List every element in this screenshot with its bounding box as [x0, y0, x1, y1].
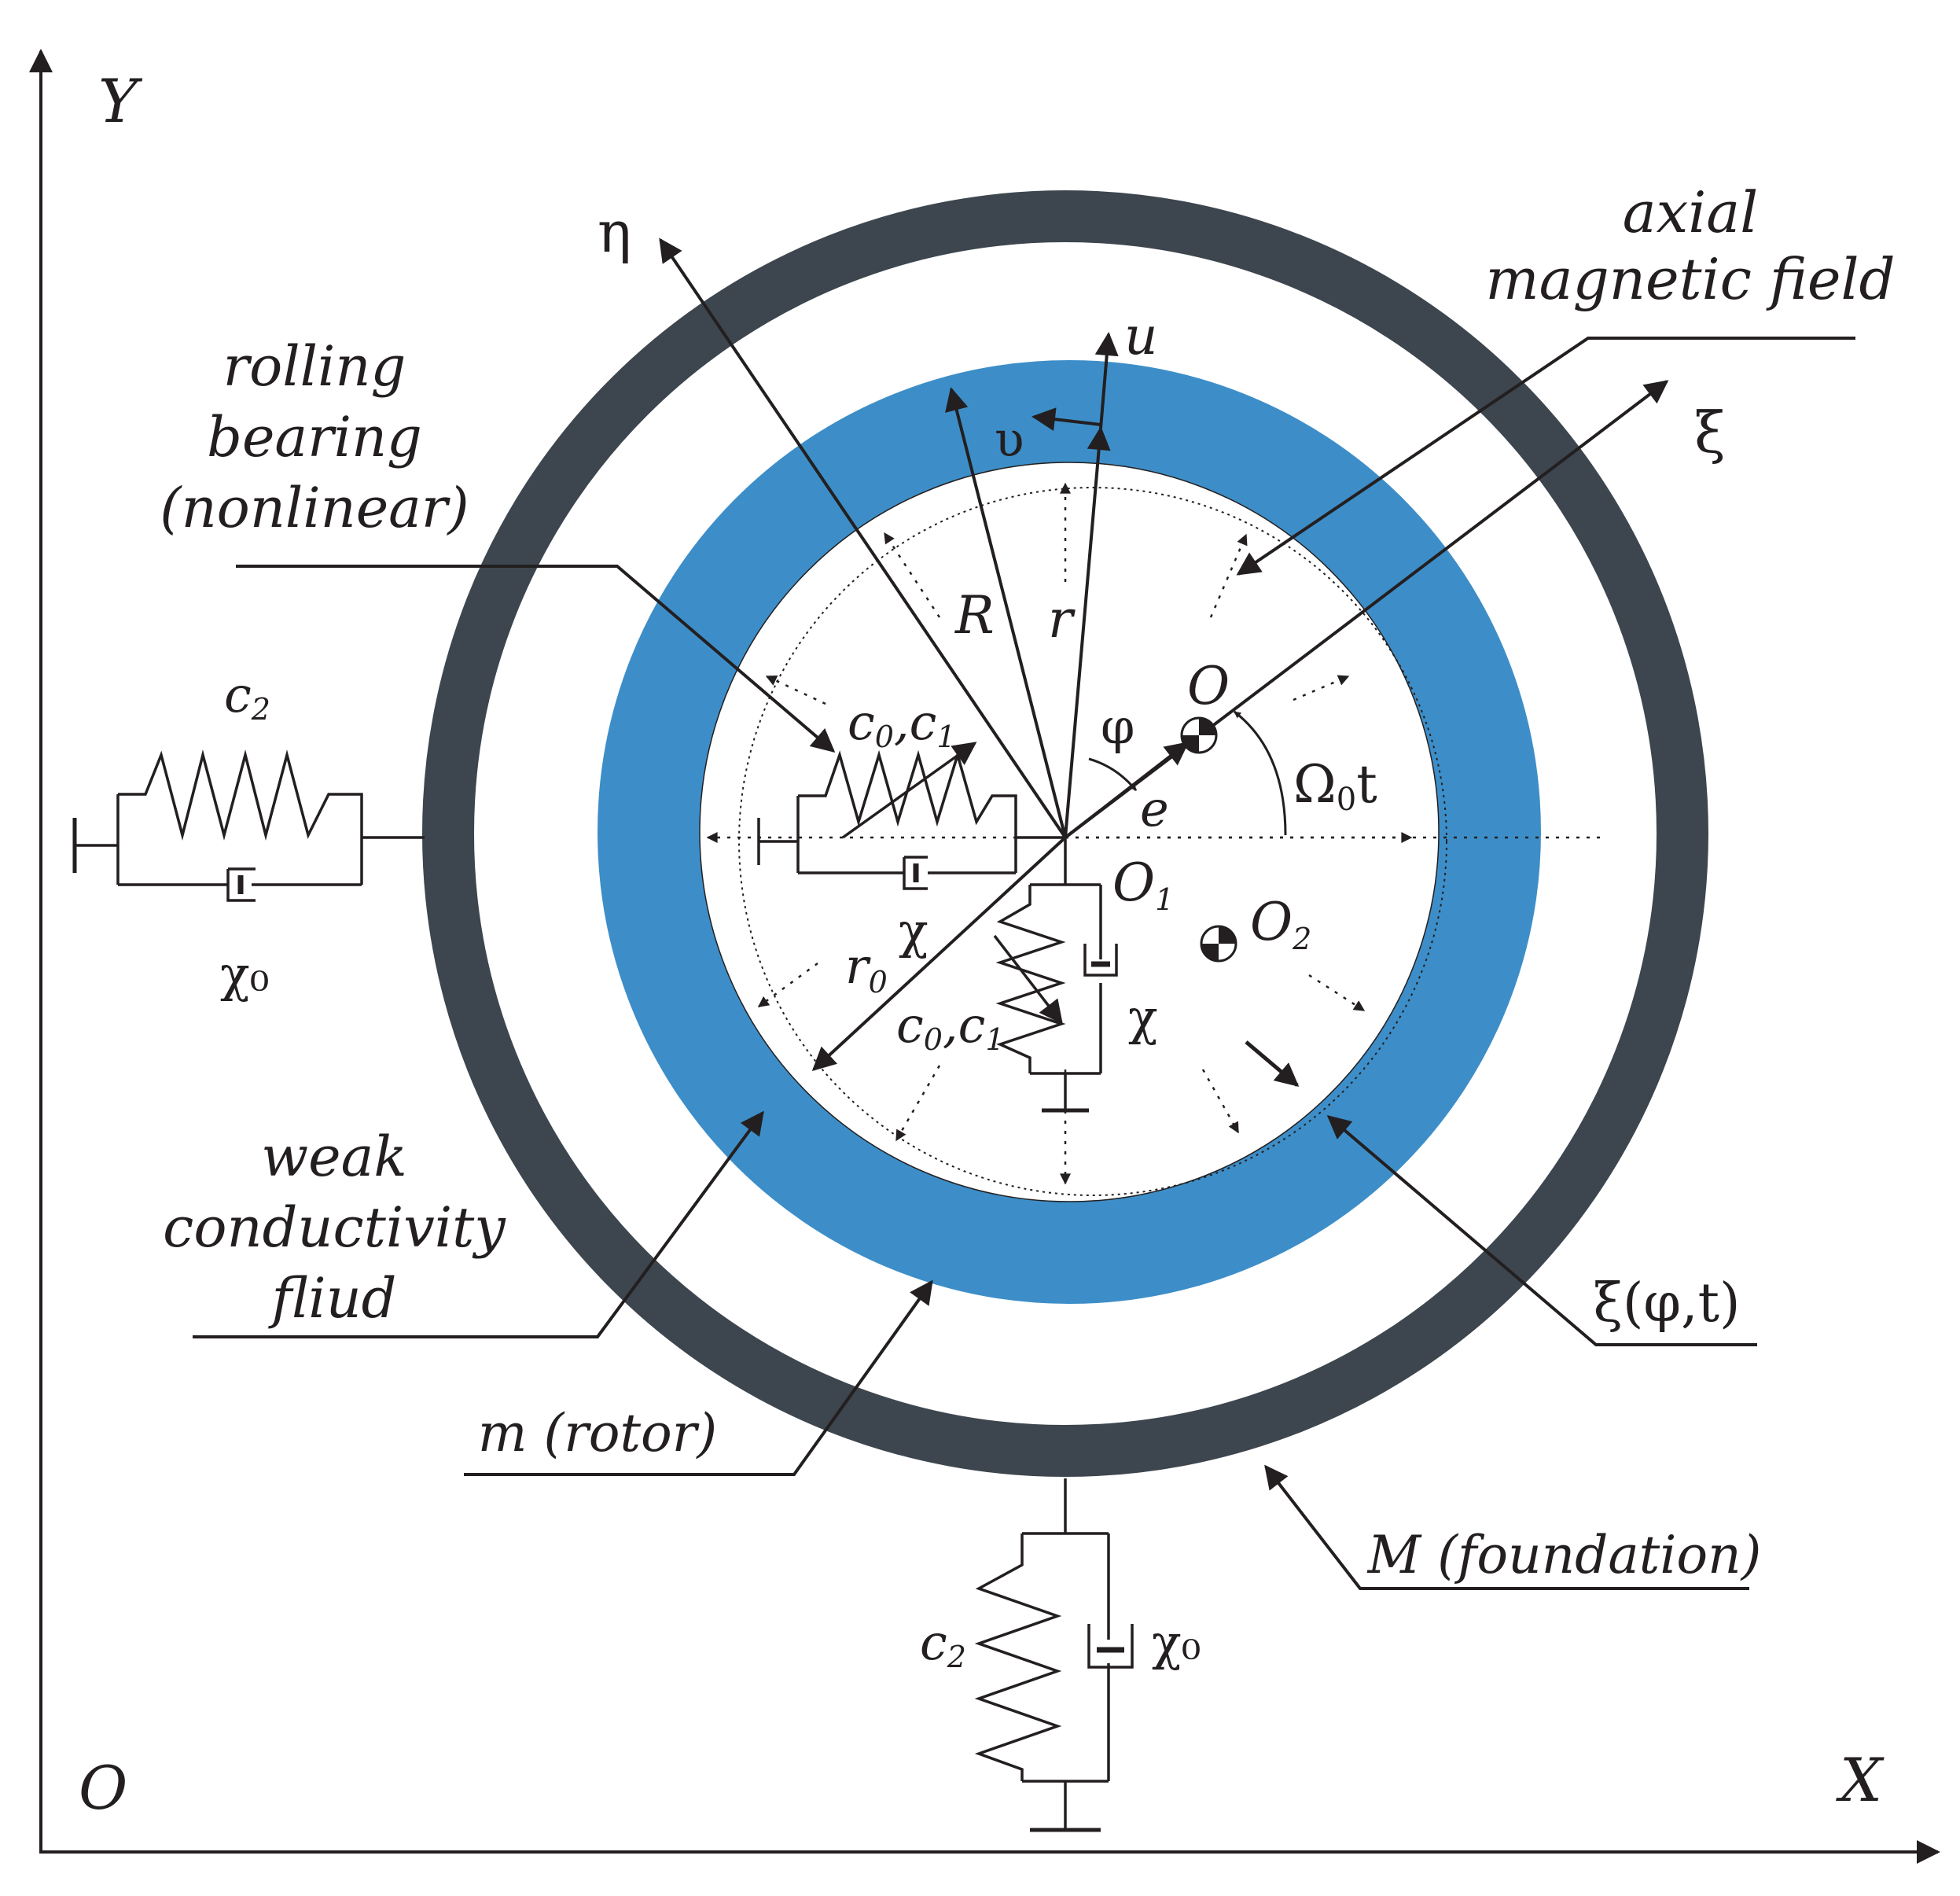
- foundation-ring: [422, 190, 1708, 1477]
- pressure-arrows: [706, 482, 1604, 1185]
- center-O2-label: O2: [1250, 892, 1311, 956]
- upsilon-label: υ: [995, 410, 1024, 468]
- svg-text:weak: weak: [261, 1125, 407, 1189]
- eta-label: η: [598, 199, 631, 265]
- callout-xi-phi-t: ξ(φ,t): [1326, 1115, 1757, 1346]
- svg-text:M (foundation): M (foundation): [1367, 1525, 1762, 1585]
- phi-label: φ: [1101, 698, 1134, 755]
- e-vector: [1064, 742, 1190, 839]
- global-y-label: Y: [98, 66, 143, 136]
- rotor-surface: [699, 462, 1440, 1202]
- callout-axial-magnetic-field: axial magnetic field: [1236, 179, 1896, 576]
- global-x-label: X: [1836, 1745, 1885, 1815]
- R-label: R: [954, 585, 995, 646]
- center-O1-label: O1: [1112, 852, 1174, 917]
- local-axes: η ξ u υ R r φ e Ω0t r0: [598, 199, 1726, 1072]
- outer-vertical-spring-damper: [974, 1478, 1134, 1832]
- xi-axis-down: [811, 836, 1067, 1072]
- outer-v-chi0-label: χ₀: [1152, 1614, 1201, 1671]
- outer-h-c2-label: c2: [224, 666, 270, 727]
- omega-label: Ω0t: [1293, 754, 1377, 818]
- fluid-ring: [598, 360, 1541, 1304]
- svg-text:ξ(φ,t): ξ(φ,t): [1593, 1272, 1740, 1335]
- global-origin-label: O: [79, 1753, 127, 1823]
- callout-foundation: M (foundation): [1264, 1464, 1762, 1590]
- inner-horizontal-spring-damper: [757, 742, 1065, 890]
- callout-rolling-bearing: rolling bearing (nonlinear): [160, 334, 836, 753]
- center-O2-marker: [1200, 925, 1237, 963]
- eta-axis: [659, 237, 1067, 839]
- svg-text:conductivity: conductivity: [163, 1195, 506, 1260]
- outer-v-c2-label: c2: [920, 1614, 966, 1674]
- svg-text:rolling: rolling: [223, 334, 406, 399]
- center-O-marker: [1180, 716, 1218, 754]
- r0-label: r0: [845, 937, 888, 1000]
- inner-v-c0c1-label: c0,c1: [896, 996, 1005, 1057]
- inner-h-c0c1-label: c0,c1: [848, 694, 956, 754]
- u-label: u: [1124, 306, 1158, 366]
- xi-label: ξ: [1694, 399, 1726, 466]
- inner-vertical-spring-damper: [993, 838, 1118, 1113]
- svg-text:bearing: bearing: [207, 405, 422, 469]
- callout-weak-conductivity-fluid: weak conductivity fliud: [163, 1110, 764, 1338]
- upsilon-vector: [1031, 407, 1101, 432]
- svg-text:magnetic field: magnetic field: [1485, 246, 1895, 312]
- svg-text:axial: axial: [1623, 179, 1759, 245]
- center-O-label: O: [1187, 656, 1230, 716]
- inner-v-chi-label: χ: [1128, 988, 1158, 1046]
- r-radius: [1064, 426, 1111, 838]
- u-vector: [1094, 332, 1119, 429]
- outer-horizontal-spring-damper: [72, 749, 425, 902]
- e-label: e: [1140, 780, 1169, 838]
- global-axes: Y X O: [29, 49, 1940, 1864]
- omega-arc: [1234, 710, 1287, 836]
- svg-text:(nonlinear): (nonlinear): [160, 476, 469, 540]
- r-label: r: [1048, 589, 1076, 650]
- svg-text:m (rotor): m (rotor): [478, 1403, 717, 1463]
- callout-rotor: m (rotor): [464, 1279, 933, 1476]
- svg-text:fliud: fliud: [268, 1266, 397, 1331]
- outer-h-chi0-label: χ₀: [220, 945, 269, 1003]
- rotor-dotted-boundary: [738, 487, 1447, 1196]
- gap-arrow: [1245, 1040, 1300, 1087]
- phi-arc: [1088, 757, 1138, 791]
- R-radius: [945, 387, 1067, 838]
- inner-h-chi-label: χ: [899, 902, 929, 959]
